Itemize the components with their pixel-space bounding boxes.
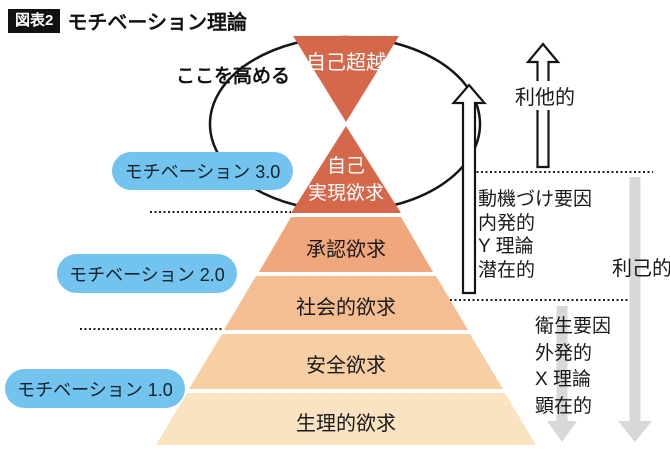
label-esteem: 承認欲求 [306, 239, 386, 261]
growth-up-arrow [451, 83, 487, 295]
motivator-line-4: 潜在的 [478, 259, 536, 281]
label-social: 社会的欲求 [296, 297, 396, 319]
pyramid-transcendence-shape [293, 36, 399, 122]
pyramid-physiological-shape [156, 393, 536, 445]
motivator-line-2: 内発的 [478, 212, 536, 234]
hygiene-factors-block: 衛生要因 外発的 X 理論 顕在的 [535, 314, 611, 420]
hygiene-line-3: X 理論 [535, 369, 591, 390]
altruistic-label: 利他的 [514, 81, 576, 110]
pyramid-safety-shape [189, 334, 503, 389]
motivator-line-1: 動機づけ要因 [478, 189, 593, 210]
pill-motivation-3-label: モチベーション 3.0 [124, 162, 281, 182]
selfish-label: 利己的 [612, 258, 670, 280]
figure-header: 図表2 モチベーション理論 [8, 6, 247, 35]
motivator-factors-block: 動機づけ要因 内発的 Y 理論 潜在的 [478, 188, 592, 282]
selfish-down-arrow [618, 177, 652, 442]
label-physiological: 生理的欲求 [296, 413, 396, 435]
pill-motivation-1-label: モチベーション 1.0 [17, 379, 173, 400]
label-self-actualization: 自己 実現欲求 [308, 153, 384, 207]
pill-motivation-3: モチベーション 3.0 [112, 152, 293, 190]
hygiene-line-4: 顕在的 [535, 395, 593, 417]
figure-title: モチベーション理論 [67, 12, 247, 34]
figure-number-badge: 図表2 [8, 8, 61, 33]
hygiene-line-1: 衛生要因 [535, 316, 612, 337]
label-self-actualization-line1: 自己 [326, 156, 366, 177]
hygiene-line-2: 外発的 [535, 342, 593, 364]
pyramid-self-actualization-shape [291, 126, 401, 213]
label-transcendence: 自己超越 [306, 52, 386, 74]
pyramid-social-shape [224, 276, 468, 330]
label-safety: 安全欲求 [306, 355, 386, 377]
pill-motivation-2-label: モチベーション 2.0 [69, 264, 225, 285]
hygiene-down-arrow [547, 306, 577, 442]
label-self-actualization-line2: 実現欲求 [307, 183, 385, 204]
pill-motivation-1: モチベーション 1.0 [5, 369, 185, 408]
motivator-line-3: Y 理論 [478, 236, 534, 257]
raise-here-label: ここを高める [176, 66, 291, 87]
pyramid-esteem-shape [259, 217, 433, 272]
pill-motivation-2: モチベーション 2.0 [57, 254, 237, 293]
